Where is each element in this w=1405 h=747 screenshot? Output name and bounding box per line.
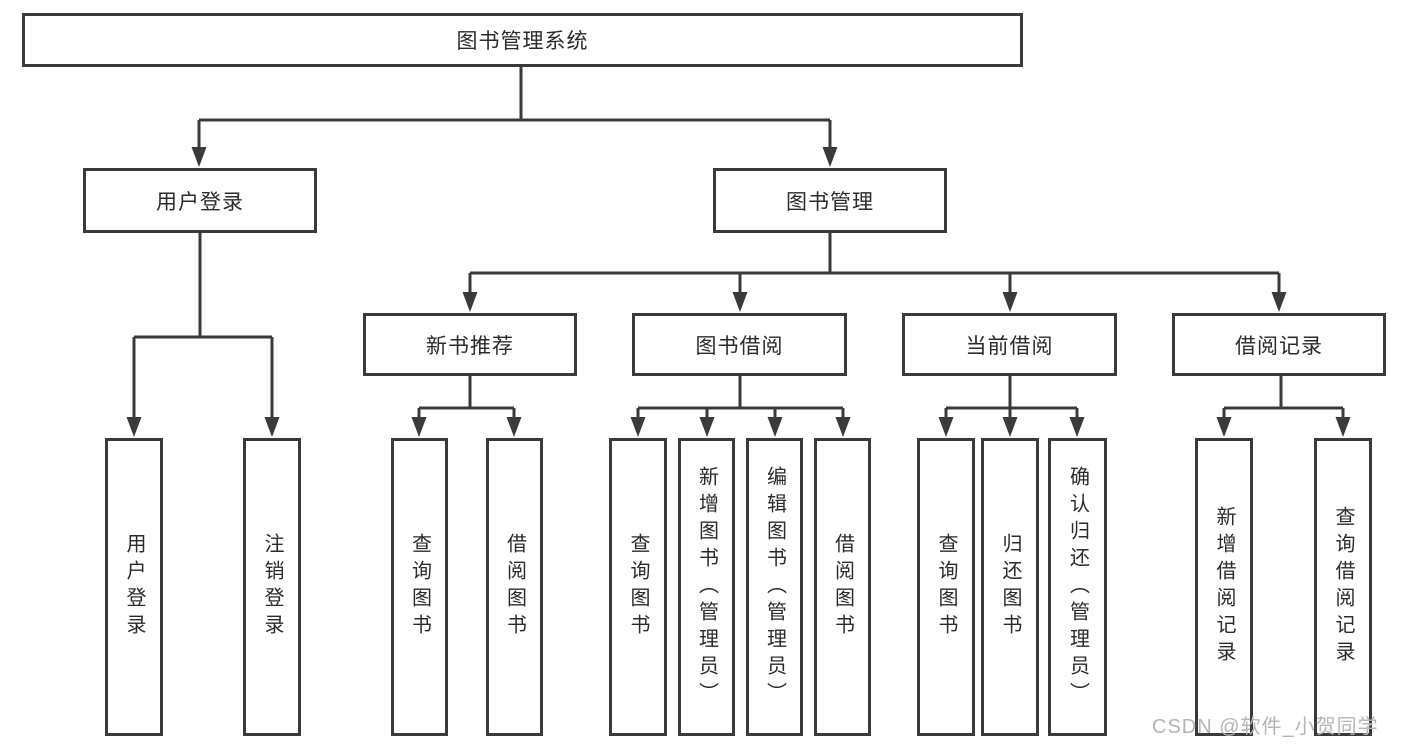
node-leaf-add-borrow-record: 新增借阅记录 (1195, 438, 1253, 736)
node-leaf-logout: 注销登录 (243, 438, 301, 736)
leaf-label: 归还图书 (999, 533, 1021, 641)
leaf-label: 查询借阅记录 (1332, 506, 1354, 668)
node-leaf-recommend-query-book: 查询图书 (391, 438, 448, 736)
node-user-login: 用户登录 (83, 168, 317, 233)
node-borrow-record: 借阅记录 (1172, 313, 1386, 376)
leaf-label: 查询图书 (627, 533, 649, 641)
node-leaf-current-query-book: 查询图书 (917, 438, 975, 736)
leaf-label: 借阅图书 (503, 533, 526, 641)
node-leaf-borrow-book: 借阅图书 (814, 438, 871, 736)
leaf-label: 查询图书 (408, 533, 431, 641)
leaf-label: 编辑图书（管理员） (763, 465, 786, 709)
connector-root (191, 66, 838, 167)
node-root: 图书管理系统 (22, 13, 1023, 67)
csdn-watermark: CSDN @软件_小贺同学 (1152, 716, 1379, 738)
node-leaf-return-book: 归还图书 (981, 438, 1039, 736)
leaf-label: 查询图书 (935, 533, 957, 641)
node-new-book-rec: 新书推荐 (363, 313, 577, 376)
connector-user-login (126, 232, 280, 437)
node-book-mgmt: 图书管理 (713, 168, 947, 233)
node-leaf-recommend-borrow-book: 借阅图书 (486, 438, 543, 736)
connector-new-book (411, 376, 522, 437)
leaf-label: 注销登录 (261, 533, 283, 641)
node-leaf-borrow-query-book: 查询图书 (609, 438, 667, 736)
connector-borrow-record (1216, 376, 1351, 437)
connector-book-borrow (630, 376, 851, 437)
node-leaf-query-borrow-record: 查询借阅记录 (1314, 438, 1372, 736)
node-current-borrow: 当前借阅 (902, 313, 1117, 376)
node-leaf-edit-book-admin: 编辑图书（管理员） (746, 438, 803, 736)
leaf-label: 用户登录 (123, 533, 145, 641)
node-book-borrow: 图书借阅 (632, 313, 847, 376)
node-leaf-add-book-admin: 新增图书（管理员） (678, 438, 735, 736)
connector-book-mgmt (462, 233, 1287, 312)
node-leaf-confirm-return-admin: 确认归还（管理员） (1048, 438, 1107, 736)
connector-current-borrow (938, 376, 1085, 437)
leaf-label: 新增图书（管理员） (695, 465, 718, 709)
leaf-label: 确认归还（管理员） (1066, 465, 1089, 709)
leaf-label: 新增借阅记录 (1213, 506, 1235, 668)
node-leaf-user-login: 用户登录 (105, 438, 163, 736)
leaf-label: 借阅图书 (831, 533, 854, 641)
